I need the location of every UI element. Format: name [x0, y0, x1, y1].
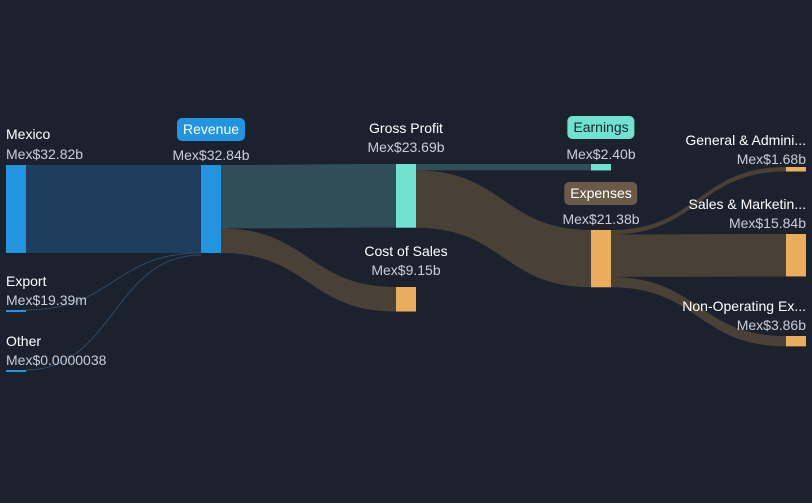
sankey-link-expenses-sales_marketing — [611, 234, 786, 277]
node-value-general-admin: Mex$1.68b — [736, 151, 806, 167]
node-label-cost-of-sales: Cost of Sales — [364, 243, 448, 259]
sankey-link-mexico-revenue — [26, 165, 201, 253]
node-value-cost-of-sales: Mex$9.15b — [371, 262, 441, 278]
sankey-node-non_operating — [786, 336, 806, 347]
sankey-node-revenue — [201, 165, 221, 253]
sankey-node-other — [6, 370, 26, 372]
sankey-node-general_admin — [786, 167, 806, 172]
node-label-general-admin: General & Admini... — [685, 132, 806, 148]
sankey-link-revenue-cost_of_sales — [221, 228, 396, 312]
sankey-link-export-revenue — [25, 252, 202, 311]
sankey-node-expenses — [591, 230, 611, 288]
sankey-node-gross_profit — [396, 164, 416, 228]
sankey-node-earnings — [591, 164, 611, 171]
sankey-node-mexico — [6, 165, 26, 253]
node-value-earnings: Mex$2.40b — [566, 146, 636, 162]
node-label-non-operating: Non-Operating Ex... — [682, 298, 806, 314]
node-label-sales-marketing: Sales & Marketin... — [688, 196, 807, 212]
node-label-other: Other — [6, 333, 42, 349]
sankey-link-expenses-general_admin — [611, 167, 786, 235]
sankey-link-gross_profit-expenses — [416, 170, 591, 288]
node-label-revenue: Revenue — [176, 118, 246, 141]
node-value-non-operating: Mex$3.86b — [736, 317, 806, 333]
sankey-link-revenue-gross_profit — [221, 164, 396, 229]
node-value-sales-marketing: Mex$15.84b — [728, 215, 806, 231]
node-value-gross-profit: Mex$23.69b — [367, 139, 445, 155]
node-value-export: Mex$19.39m — [6, 292, 87, 308]
sankey-link-other-revenue — [25, 254, 202, 371]
node-label-gross-profit: Gross Profit — [369, 120, 443, 136]
node-label-mexico: Mexico — [6, 126, 51, 142]
node-label-earnings: Earnings — [567, 116, 635, 139]
sankey-node-cost_of_sales — [396, 287, 416, 312]
sankey-link-expenses-non_operating — [611, 276, 786, 347]
node-value-other: Mex$0.0000038 — [6, 352, 107, 368]
node-label-export: Export — [6, 273, 47, 289]
node-value-revenue: Mex$32.84b — [172, 147, 250, 163]
node-label-expenses: Expenses — [564, 182, 638, 205]
sankey-node-export — [6, 310, 26, 312]
node-value-mexico: Mex$32.82b — [6, 146, 84, 162]
sankey-node-sales_marketing — [786, 234, 806, 277]
sankey-link-gross_profit-earnings — [416, 164, 591, 171]
node-value-expenses: Mex$21.38b — [562, 211, 640, 227]
